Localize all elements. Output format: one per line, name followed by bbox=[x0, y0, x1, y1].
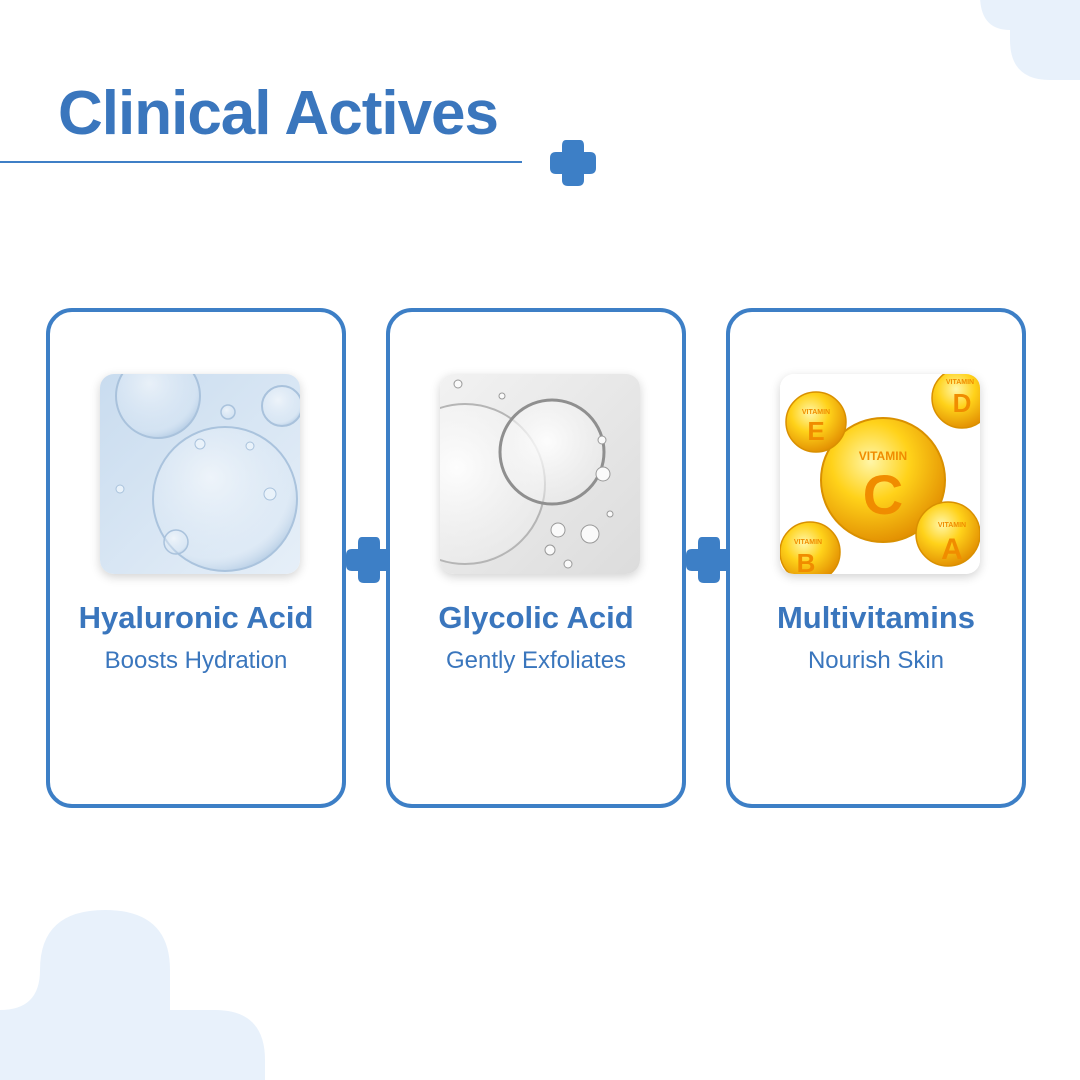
background-cross-top-right bbox=[980, 0, 1080, 80]
active-card-multivitamins: VITAMIN C VITAMIN E VITAMIN D VITAMIN A … bbox=[726, 308, 1026, 808]
active-benefit: Gently Exfoliates bbox=[445, 647, 627, 674]
active-benefit: Nourish Skin bbox=[807, 647, 945, 674]
vitamin-word: VITAMIN bbox=[859, 449, 907, 463]
vitamin-word: VITAMIN bbox=[946, 379, 974, 386]
active-name: Hyaluronic Acid bbox=[78, 600, 314, 635]
page-title: Clinical Actives bbox=[58, 79, 499, 148]
active-name: Glycolic Acid bbox=[438, 600, 634, 635]
vitamin-letter: A bbox=[941, 533, 963, 566]
active-card-hyaluronic-acid: Hyaluronic Acid Boosts Hydration bbox=[46, 308, 346, 808]
vitamin-letter: D bbox=[953, 388, 972, 418]
background-cross-bottom-left bbox=[0, 910, 265, 1080]
plus-icon bbox=[346, 537, 392, 583]
vitamin-letter: B bbox=[797, 548, 816, 574]
water-bubbles-image bbox=[100, 374, 300, 574]
title-underline bbox=[0, 161, 522, 163]
plus-icon bbox=[550, 140, 596, 186]
active-benefit: Boosts Hydration bbox=[104, 647, 288, 674]
active-name: Multivitamins bbox=[776, 600, 976, 635]
vitamin-word: VITAMIN bbox=[938, 522, 966, 529]
active-card-glycolic-acid: Glycolic Acid Gently Exfoliates bbox=[386, 308, 686, 808]
vitamin-word: VITAMIN bbox=[802, 409, 830, 416]
vitamin-capsules-image: VITAMIN C VITAMIN E VITAMIN D VITAMIN A … bbox=[780, 374, 980, 574]
plus-icon bbox=[686, 537, 732, 583]
vitamin-letter: E bbox=[807, 416, 824, 446]
vitamin-letter: C bbox=[863, 463, 903, 526]
vitamin-word: VITAMIN bbox=[794, 539, 822, 546]
gel-bubbles-image bbox=[440, 374, 640, 574]
